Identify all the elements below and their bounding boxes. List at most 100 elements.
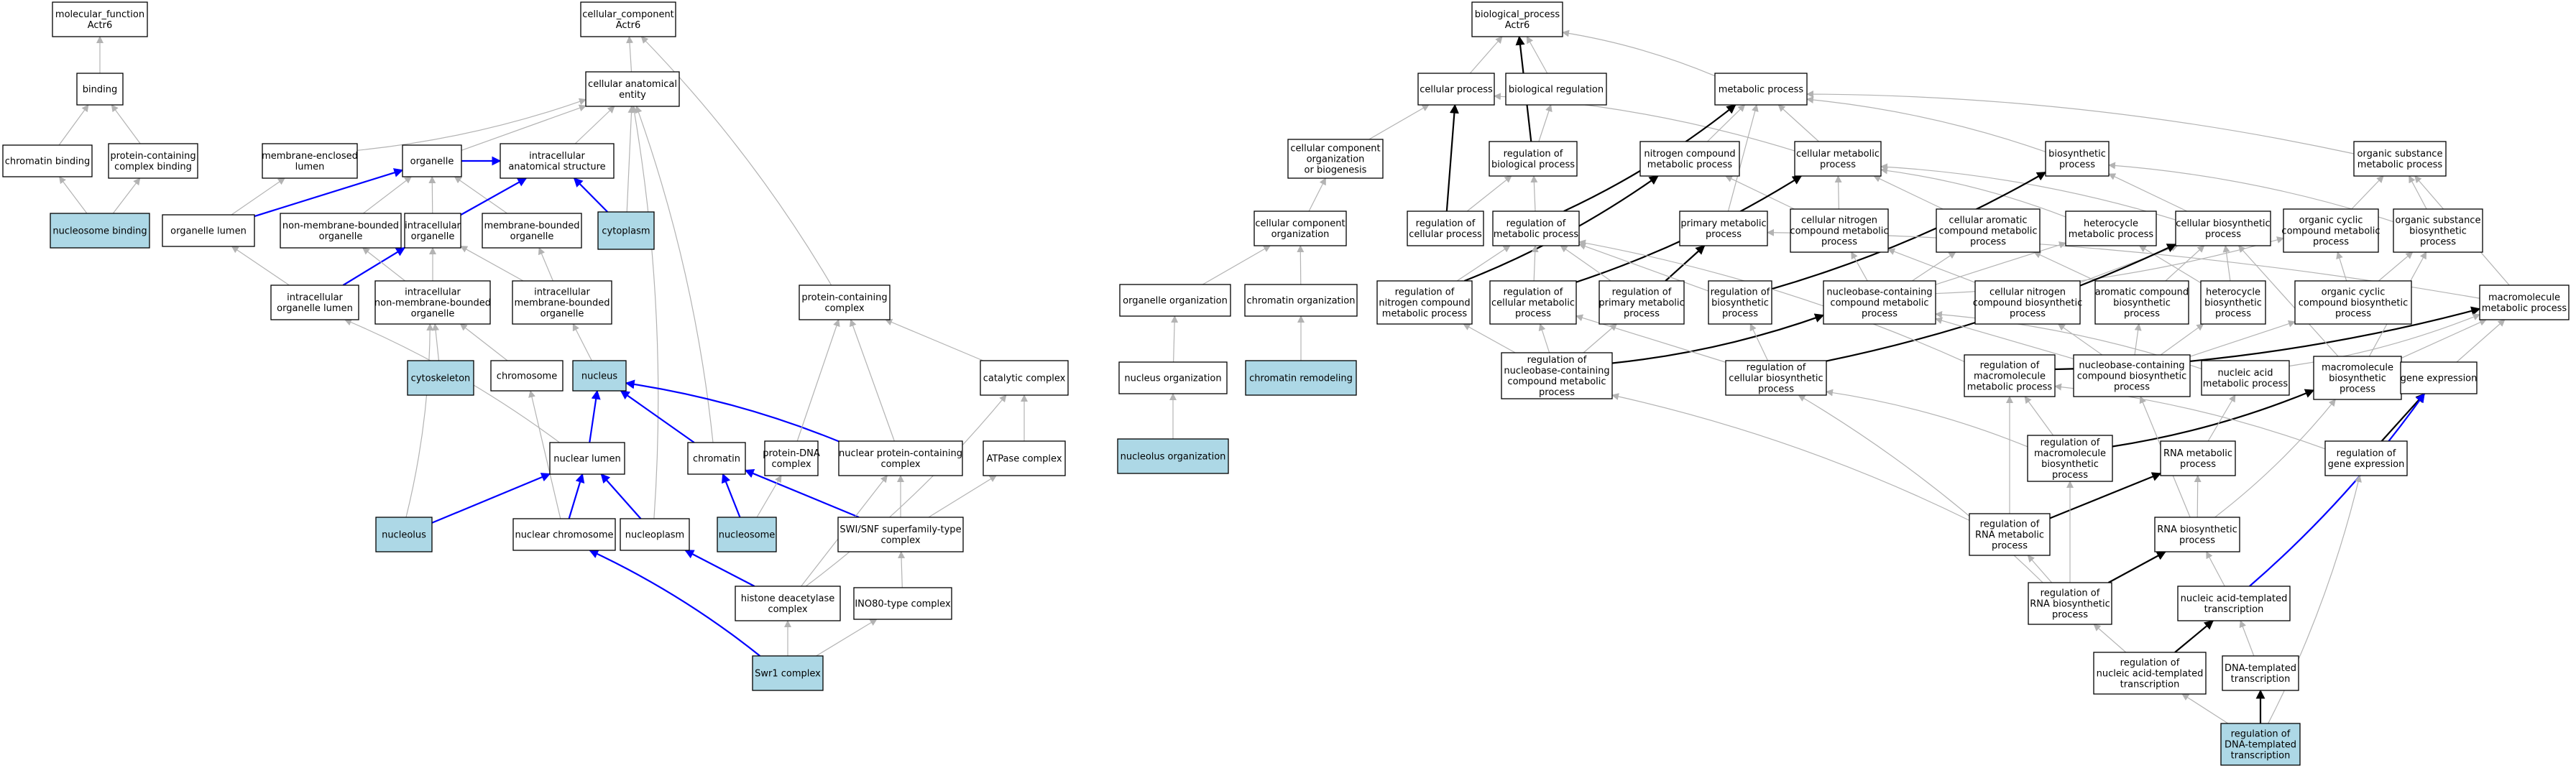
term-node-chromatin[interactable]: chromatin [687, 442, 746, 475]
term-node-nucleolus-organization[interactable]: nucleolus organization [1117, 438, 1229, 474]
term-node-nucleolus[interactable]: nucleolus [375, 517, 433, 552]
edge-is-a-gene-expression-to-macromolecule-metabolic-process [2456, 319, 2506, 363]
term-node-cytoplasm[interactable]: cytoplasm [597, 211, 655, 250]
term-node-organelle[interactable]: organelle [402, 144, 462, 177]
term-node-organelle-lumen[interactable]: organelle lumen [162, 214, 255, 247]
term-node-nuclear-lumen[interactable]: nuclear lumen [549, 442, 625, 475]
term-node-intracellular-non-membrane-bounded-organelle[interactable]: intracellularnon-membrane-boundedorganel… [374, 280, 491, 325]
term-node-binding[interactable]: binding [76, 73, 124, 106]
term-label-line: organelle [319, 231, 363, 242]
term-label-line: primary metabolic [1598, 298, 1684, 309]
term-node-organelle-organization[interactable]: organelle organization [1119, 284, 1231, 317]
term-label-line: nucleosome [719, 530, 776, 541]
term-node-nucleosome-binding[interactable]: nucleosome binding [50, 213, 150, 249]
edge-is-a-nucleobase-containing-compound-biosynthetic-process-to-heterocycle-biosynthetic-process [2160, 323, 2204, 356]
term-box [2220, 723, 2301, 766]
term-node-metabolic-process[interactable]: metabolic process [1714, 73, 1808, 106]
term-node-biological-regulation[interactable]: biological regulation [1505, 73, 1607, 106]
term-node-chromosome[interactable]: chromosome [490, 360, 564, 392]
term-node-chromatin-organization[interactable]: chromatin organization [1244, 284, 1358, 317]
term-node-atpase-complex[interactable]: ATPase complex [983, 440, 1066, 476]
term-node-cellular-process[interactable]: cellular process [1417, 73, 1495, 106]
term-node-chromatin-binding[interactable]: chromatin binding [2, 144, 93, 177]
term-node-gene-expression[interactable]: gene expression [2400, 361, 2478, 394]
term-node-nucleoplasm[interactable]: nucleoplasm [620, 518, 690, 551]
term-label-line: process [1758, 384, 1794, 395]
term-node-ino80-type-complex[interactable]: INO80-type complex [853, 587, 952, 620]
edge-is-a-nucleobase-containing-compound-biosynthetic-process-to-nucleobase-containing-compound-metabolic-process [1935, 317, 2074, 360]
term-node-catalytic-complex[interactable]: catalytic complex [980, 360, 1069, 396]
edge-is-a-chromatin-binding-to-binding [58, 104, 89, 146]
edge-is-a-regulation-of-nucleobase-containing-compound-metabolic-process-to-regulation-of-cellular-metabolic-process [1538, 323, 1550, 353]
term-node-regulation-of-macromolecule-biosynthetic-process[interactable]: regulation ofmacromoleculebiosyntheticpr… [2027, 435, 2113, 482]
term-node-nucleus-organization[interactable]: nucleus organization [1118, 361, 1228, 394]
term-node-chromatin-remodeling[interactable]: chromatin remodeling [1245, 360, 1357, 396]
term-node-regulation-of-nucleobase-containing-compound-metabolic-process[interactable]: regulation ofnucleobase-containingcompou… [1501, 352, 1613, 399]
term-node-nucleosome[interactable]: nucleosome [717, 517, 777, 552]
term-node-swr1-complex[interactable]: Swr1 complex [752, 655, 824, 691]
term-label-line: INO80-type complex [855, 599, 951, 610]
term-node-nuclear-chromosome[interactable]: nuclear chromosome [512, 518, 616, 551]
term-node-cytoskeleton[interactable]: cytoskeleton [407, 360, 474, 396]
term-node-nucleus[interactable]: nucleus [572, 360, 627, 392]
edge-is-a-aromatic-compound-biosynthetic-process-to-cellular-aromatic-compound-metabolic-process [2033, 251, 2097, 282]
